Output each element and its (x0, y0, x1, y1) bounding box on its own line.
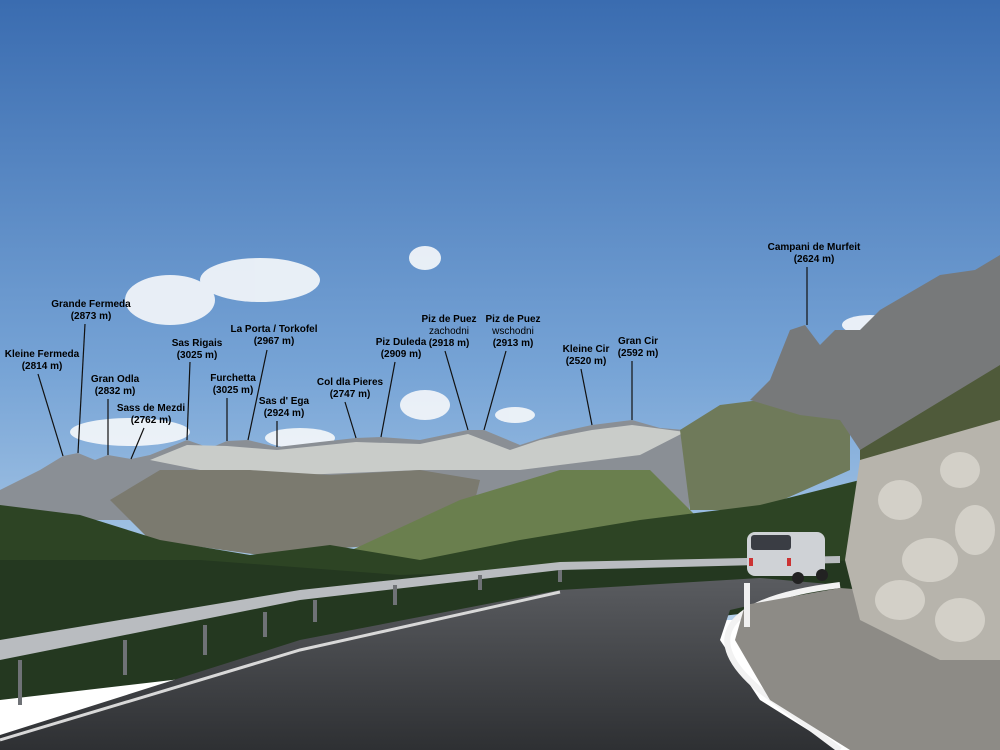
peak-name: Sas Rigais (171, 338, 223, 349)
peak-elevation: (2918 m) (428, 338, 470, 349)
peak-elevation: (2873 m) (70, 311, 112, 322)
peak-elevation: (2592 m) (617, 348, 659, 359)
van (747, 532, 828, 584)
road-left-line (0, 590, 561, 742)
peak-elevation: (2747 m) (329, 389, 371, 400)
peak-name: Sass de Mezdi (116, 403, 186, 414)
peak-name: Piz Duleda (375, 337, 427, 348)
peak-name: Kleine Fermeda (4, 349, 80, 360)
rock-wall (845, 420, 1000, 660)
peak-elevation: (2624 m) (793, 254, 835, 265)
peak-label-gran-odla: Gran Odla(2832 m) (91, 374, 139, 398)
peak-label-kleine-fermeda: Kleine Fermeda(2814 m) (5, 349, 79, 373)
peak-name: Campani de Murfeit (767, 242, 861, 253)
peak-name: Piz de Puez (485, 314, 541, 325)
peak-elevation: (2967 m) (253, 336, 295, 347)
peak-name: Furchetta (210, 373, 256, 384)
peak-elevation: (3025 m) (176, 350, 218, 361)
peak-label-sas-rigais: Sas Rigais(3025 m) (172, 338, 223, 362)
road-marker-post (744, 583, 750, 627)
peak-label-col-dla-pieres: Col dla Pieres(2747 m) (317, 377, 383, 401)
peak-name: Gran Cir (617, 336, 659, 347)
peak-elevation: (2762 m) (130, 415, 172, 426)
road (0, 578, 840, 750)
peak-name: Piz de Puez (421, 314, 477, 325)
peak-elevation: (2520 m) (565, 356, 607, 367)
peak-label-grande-fermeda: Grande Fermeda(2873 m) (51, 299, 130, 323)
peak-label-furchetta: Furchetta(3025 m) (210, 373, 256, 397)
peak-elevation: (2913 m) (492, 338, 534, 349)
peak-label-piz-duleda: Piz Duleda(2909 m) (376, 337, 427, 361)
peak-name: Grande Fermeda (51, 299, 131, 310)
peak-label-la-porta: La Porta / Torkofel(2967 m) (230, 324, 317, 348)
guardrail (0, 556, 840, 705)
peak-subtitle: zachodni (428, 326, 470, 337)
peak-subtitle: wschodni (492, 326, 534, 337)
peak-elevation: (2814 m) (21, 361, 63, 372)
peak-elevation: (2832 m) (94, 386, 136, 397)
peak-elevation: (3025 m) (212, 385, 254, 396)
peak-name: La Porta / Torkofel (230, 324, 318, 335)
peak-label-sas-d-ega: Sas d' Ega(2924 m) (259, 396, 309, 420)
peak-name: Kleine Cir (562, 344, 610, 355)
peak-label-sass-de-mezdi: Sass de Mezdi(2762 m) (117, 403, 185, 427)
peak-name: Sas d' Ega (258, 396, 310, 407)
peak-name: Gran Odla (90, 374, 140, 385)
peak-label-kleine-cir: Kleine Cir(2520 m) (563, 344, 610, 368)
peak-label-gran-cir: Gran Cir(2592 m) (618, 336, 659, 360)
peak-name: Col dla Pieres (316, 377, 384, 388)
peak-elevation: (2909 m) (380, 349, 422, 360)
road-edge-line (724, 582, 842, 750)
peak-elevation: (2924 m) (263, 408, 305, 419)
peak-label-campani-de-murfeit: Campani de Murfeit(2624 m) (768, 242, 861, 266)
